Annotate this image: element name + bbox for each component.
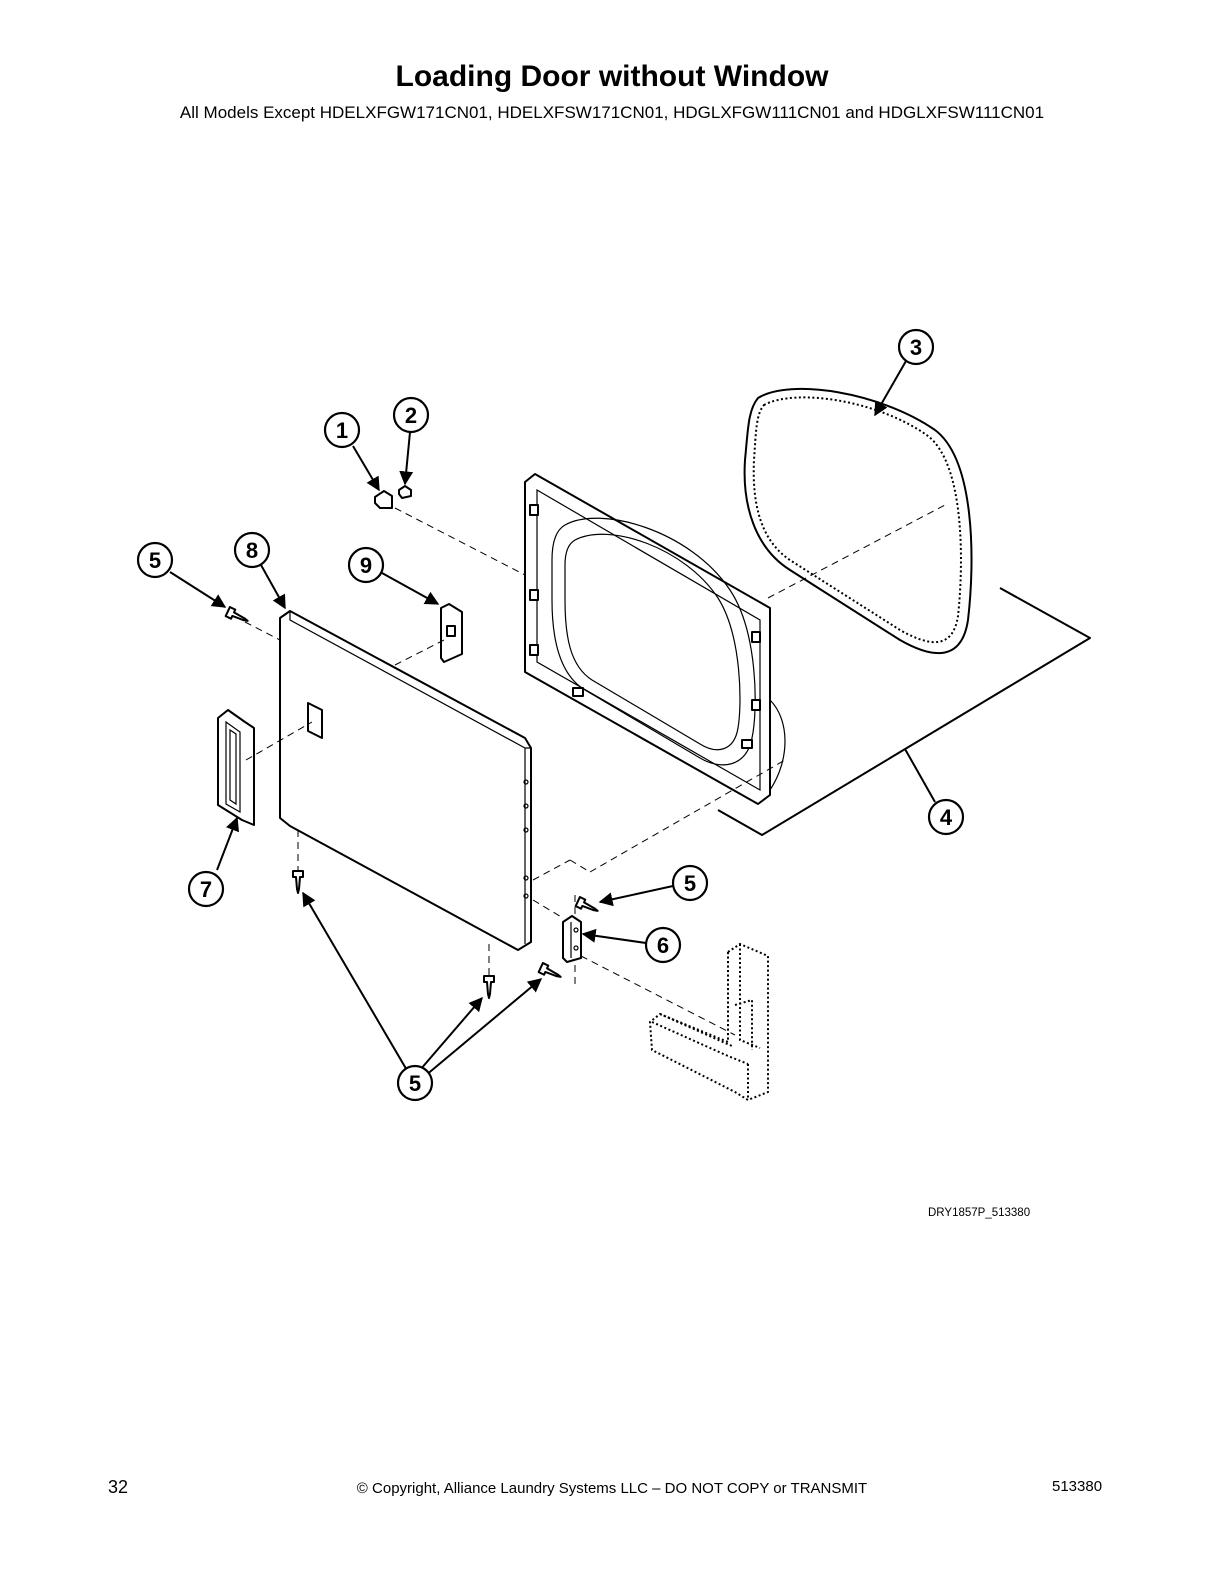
- part-4-base-plane: [717, 587, 1091, 836]
- assembly-lines: [244, 504, 946, 1036]
- figure-code: DRY1857P_513380: [928, 1207, 1031, 1219]
- document-number: 513380: [1052, 1478, 1103, 1495]
- part-8-door-panel: [279, 610, 532, 951]
- callout-3: 3: [897, 328, 935, 366]
- callout-1: 1: [323, 411, 361, 449]
- svg-text:2: 2: [405, 403, 417, 428]
- part-1-latch-clip: [374, 490, 393, 509]
- inner-door-frame: [524, 473, 786, 805]
- svg-text:4: 4: [940, 805, 953, 830]
- svg-text:1: 1: [336, 418, 348, 443]
- copyright-notice: © Copyright, Alliance Laundry Systems LL…: [356, 1480, 868, 1497]
- svg-text:5: 5: [149, 548, 161, 573]
- callout-5-bottom: 5: [396, 1064, 434, 1102]
- callout-2: 2: [392, 396, 430, 434]
- part-6-hinge: [562, 915, 582, 963]
- callout-6: 6: [644, 926, 682, 964]
- callout-5-right: 5: [671, 864, 709, 902]
- page-subtitle: All Models Except HDELXFGW171CN01, HDELX…: [179, 103, 1045, 122]
- callout-9: 9: [347, 546, 385, 584]
- leader-lines: [169, 360, 936, 1077]
- frame-tabs: [529, 504, 761, 749]
- svg-text:7: 7: [200, 877, 212, 902]
- page-title: Loading Door without Window: [395, 60, 829, 93]
- svg-text:8: 8: [246, 538, 258, 563]
- svg-text:3: 3: [910, 335, 922, 360]
- svg-text:5: 5: [409, 1071, 421, 1096]
- part-3-door-seal: [743, 387, 973, 654]
- callout-5-left: 5: [136, 541, 174, 579]
- part-9-bracket: [440, 603, 463, 663]
- svg-text:9: 9: [360, 553, 372, 578]
- part-2-strike: [398, 485, 412, 499]
- callout-4: 4: [927, 798, 965, 836]
- callout-8: 8: [233, 531, 271, 569]
- svg-text:6: 6: [657, 933, 669, 958]
- part-7-door-handle: [217, 709, 255, 826]
- svg-text:5: 5: [684, 871, 696, 896]
- page-number: 32: [108, 1477, 129, 1497]
- cabinet-section-phantom: [648, 942, 769, 1102]
- part-5-screws: [224, 606, 599, 999]
- callout-7: 7: [187, 870, 225, 908]
